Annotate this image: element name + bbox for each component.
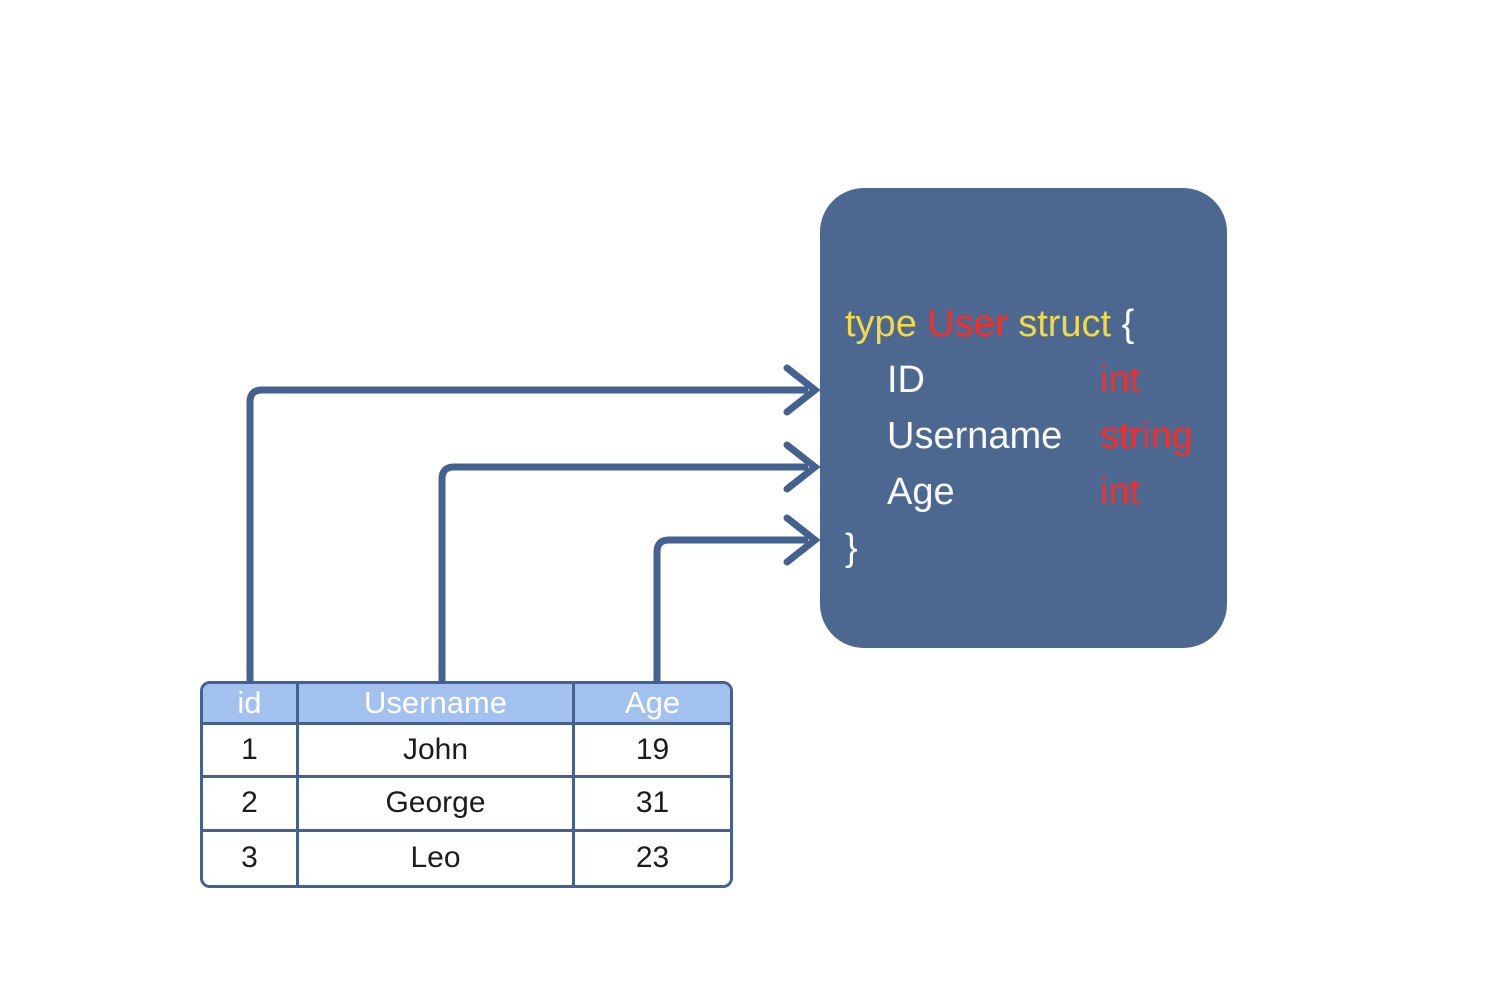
column-header-age: Age [575, 684, 730, 725]
arrow-id-column-to-id-field [246, 364, 821, 684]
close-brace-line: } [845, 520, 1193, 576]
keyword-type: type [845, 303, 917, 345]
arrow-id-head-icon [783, 364, 821, 416]
column-header-id: id [203, 684, 299, 725]
arrow-age-head-icon [783, 514, 821, 566]
arrow-age-column-to-age-field [653, 514, 821, 684]
field-name-username: Username [887, 415, 1063, 457]
arrow-username-column-to-username-field [438, 441, 821, 684]
struct-field-age: Age int [845, 464, 1193, 520]
table-cell-row2-age: 31 [575, 778, 730, 832]
keyword-struct: struct [1018, 303, 1112, 345]
field-name-id: ID [887, 359, 925, 401]
table-cell-row3-id: 3 [203, 831, 299, 885]
field-type-username: string [1100, 415, 1193, 457]
table-cell-row3-username: Leo [299, 831, 575, 885]
table-cell-row2-id: 2 [203, 778, 299, 832]
close-brace: } [845, 527, 858, 569]
arrow-username-line [438, 463, 808, 684]
arrow-username-head-icon [783, 441, 821, 493]
field-type-id: int [1100, 359, 1141, 401]
struct-field-username: Username string [845, 408, 1193, 464]
open-brace: { [1121, 303, 1135, 345]
column-header-username: Username [299, 684, 575, 725]
table-cell-row2-username: George [299, 778, 575, 832]
struct-name: User [927, 303, 1008, 345]
arrow-id-line [246, 386, 808, 684]
arrow-age-line [653, 536, 808, 684]
struct-declaration-line: type User struct { [845, 296, 1193, 352]
table-cell-row3-age: 23 [575, 831, 730, 885]
field-name-age: Age [887, 471, 955, 513]
struct-field-id: ID int [845, 352, 1193, 408]
field-type-age: int [1100, 471, 1141, 513]
users-table: id Username Age 1 John 19 2 George 31 3 … [200, 681, 733, 888]
table-cell-row1-age: 19 [575, 725, 730, 779]
table-cell-row1-id: 1 [203, 725, 299, 779]
table-cell-row1-username: John [299, 725, 575, 779]
